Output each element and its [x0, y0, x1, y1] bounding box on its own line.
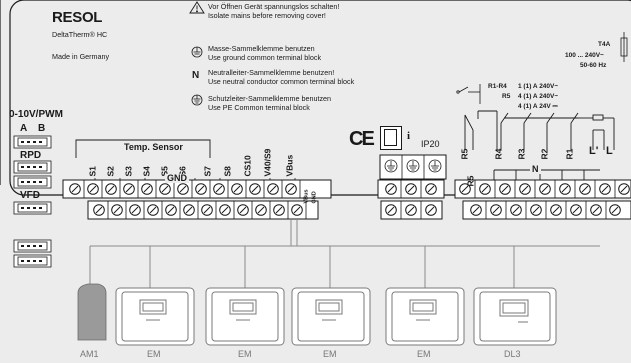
port-vfd-title: VFD [20, 190, 40, 201]
neutral-n-icon: N [192, 70, 200, 81]
port-rpd-title: RPD [20, 150, 42, 161]
notice-1-de: Vor Öffnen Gerät spannungslos schalten! [208, 2, 340, 11]
sensor-label-cs10: CS10 [242, 155, 253, 177]
relay-label-r4: R4 [493, 148, 504, 160]
rating-r1-r4-label: R1-R4 [488, 83, 507, 90]
relay-label-l-prime: L' [589, 145, 599, 157]
rating-r5-ac: 4 (1) A 240V~ [518, 93, 559, 100]
device-label-am1: AM1 [80, 349, 99, 359]
relay-label-l: L [606, 145, 613, 157]
device-label-em-3: EM [323, 349, 337, 359]
manual-book-icon [380, 126, 402, 150]
notice-4-de: Schutzleiter-Sammelklemme benutzen [208, 94, 332, 103]
vbus-gnd-label-vbus: VBus [303, 189, 310, 204]
sensor-label-vbus: VBus [284, 154, 295, 177]
port-pwm-title: 0-10V/PWM [9, 109, 63, 120]
sensor-label-s8: S8 [222, 166, 233, 177]
origin-label: Made in Germany [52, 52, 110, 61]
relay-label-r1: R1 [564, 148, 575, 160]
supply-frequency: 50-60 Hz [580, 62, 607, 69]
relay-n-label: N [530, 164, 541, 174]
temp-sensor-title: Temp. Sensor [124, 142, 183, 152]
notice-3-de: Neutralleiter-Sammelklemme benutzen! [208, 68, 335, 77]
signal-port-plugs [13, 135, 52, 268]
notice-2-en: Use ground common terminal block [208, 53, 322, 62]
sensor-label-s1: S1 [87, 166, 98, 177]
sensor-label-v40-s9: V40/S9 [262, 148, 273, 177]
manual-info-letter: i [407, 130, 411, 142]
protective-earth-icon [191, 94, 203, 106]
ip-rating: IP20 [421, 139, 440, 149]
relay-label-r5-lower: R5 [465, 175, 476, 187]
port-pwm-b: B [38, 123, 46, 134]
device-label-dl3: DL3 [504, 349, 521, 359]
notice-4-en: Use PE Common terminal block [208, 103, 310, 112]
device-label-em-1: EM [147, 349, 161, 359]
port-pwm-a: A [20, 123, 28, 134]
em-device [115, 287, 195, 346]
product-name: DeltaTherm® HC [52, 30, 108, 39]
sensor-label-s7: S7 [202, 166, 213, 177]
supply-voltage: 100 ... 240V~ [565, 52, 604, 59]
rating-r5-dc: 4 (1) A 24V ⎓ [518, 103, 558, 110]
sensor-label-s2: S2 [105, 166, 116, 177]
relay-contacts [464, 110, 615, 150]
em-device [291, 287, 371, 346]
relay-label-r5-top: R5 [459, 148, 470, 160]
ground-symbol-icon [191, 46, 203, 58]
notice-3-en: Use neutral conductor common terminal bl… [208, 77, 355, 86]
ce-mark: CE [349, 128, 375, 150]
device-label-em-4: EM [417, 349, 431, 359]
dl3-device [473, 287, 557, 346]
vbus-wiring [89, 219, 600, 290]
sensor-label-s3: S3 [123, 166, 134, 177]
device-label-em-2: EM [238, 349, 252, 359]
relay-label-r2: R2 [539, 148, 550, 160]
rating-r1-r4-value: 1 (1) A 240V~ [518, 83, 559, 90]
brand-logo: RESOL [52, 9, 103, 26]
relay-contact-icon [456, 84, 481, 104]
am1-device [77, 283, 107, 341]
fuse-rating: T4A [598, 41, 611, 48]
relay-label-r3: R3 [516, 148, 527, 160]
em-device [205, 287, 285, 346]
em-device [385, 287, 465, 346]
rating-r5-label: R5 [502, 93, 511, 100]
relay-terminal-lower [462, 200, 631, 220]
gnd-label: GND [165, 173, 189, 183]
notice-2-de: Masse-Sammelklemme benutzen [208, 44, 315, 53]
notice-1-en: Isolate mains before removing cover! [208, 11, 326, 20]
vbus-gnd-label-gnd: GND [311, 191, 318, 204]
sensor-label-s4: S4 [141, 166, 152, 177]
warning-triangle-icon [189, 1, 205, 14]
